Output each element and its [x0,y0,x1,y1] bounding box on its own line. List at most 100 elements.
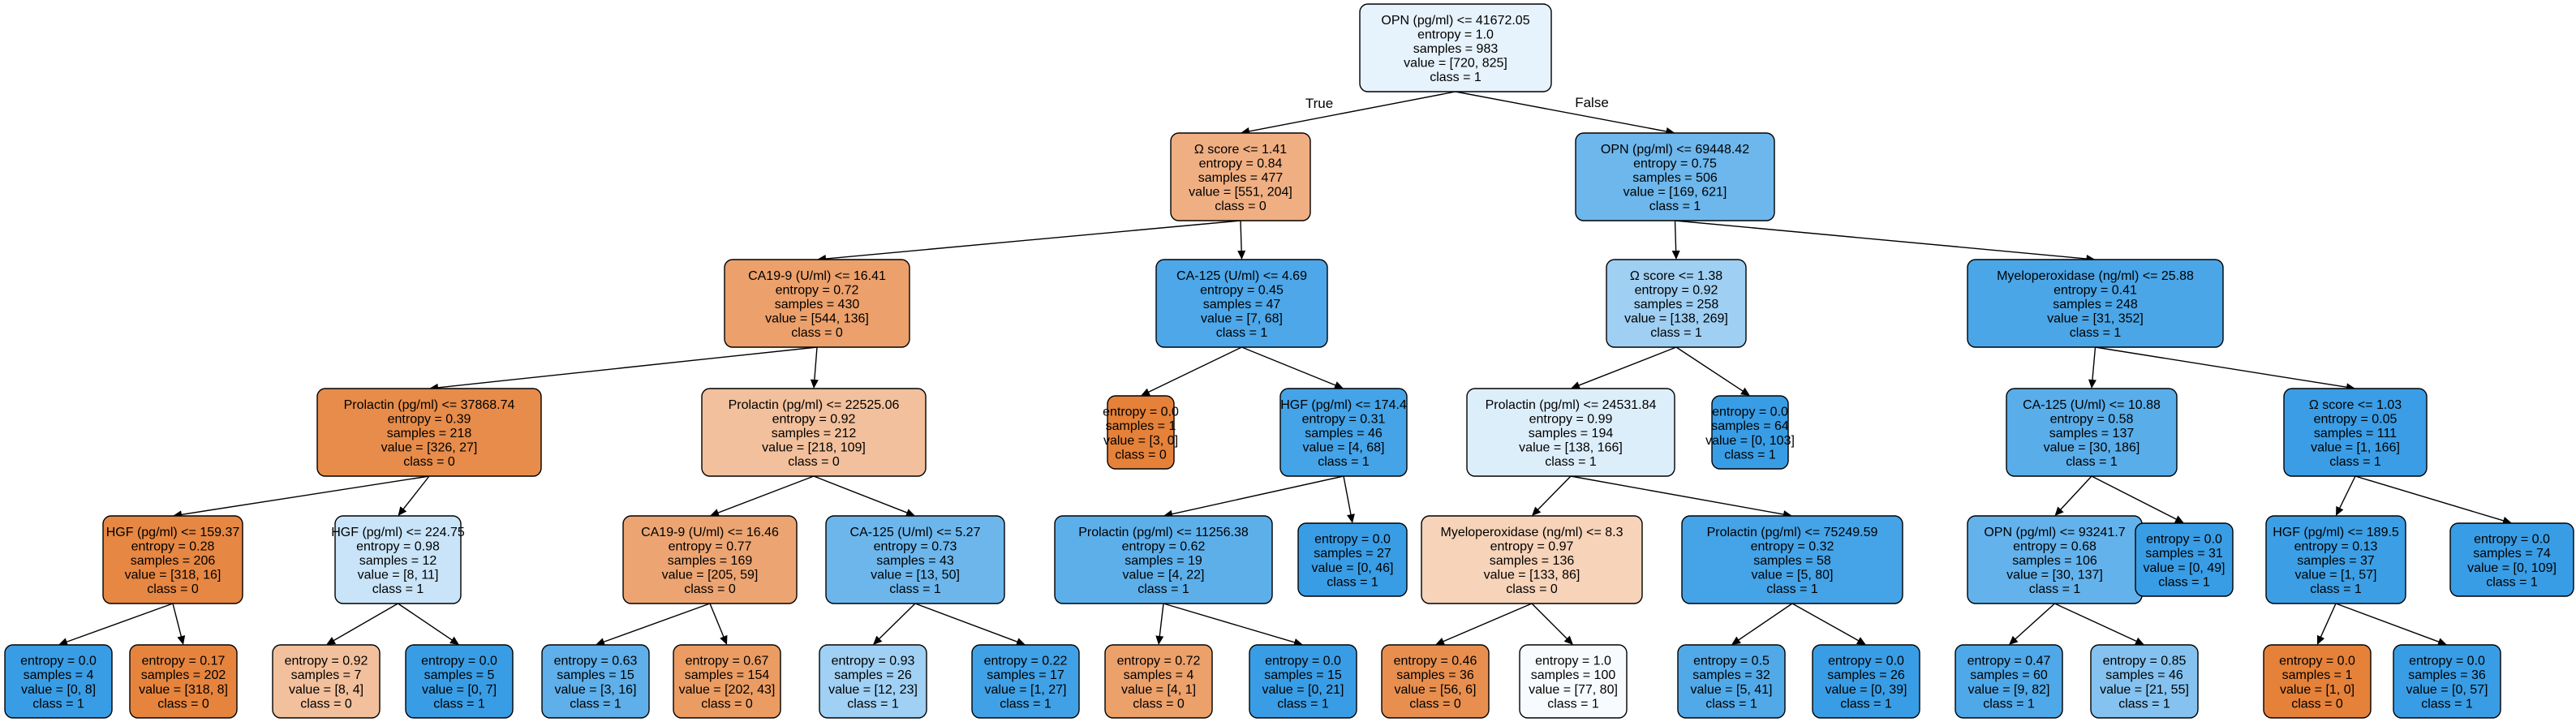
tree-node-box [1812,644,1920,719]
tree-node-stat: value = [4, 68] [1303,441,1385,455]
tree-node-stat: samples = 43 [876,554,954,568]
tree-edge-n25-n44 [2335,603,2441,643]
tree-node-stat: entropy = 0.32 [1751,539,1834,553]
tree-node-stat: samples = 111 [2314,427,2397,440]
tree-node-stat: class = 1 [1547,697,1599,711]
tree-edge-n3-n7 [435,346,818,389]
tree-node-stat: samples = 46 [2105,668,2183,682]
tree-node-stat: entropy = 0.73 [874,539,957,553]
tree-node-box [1104,644,1213,719]
tree-node-stat: entropy = 0.31 [1302,412,1386,426]
tree-node-stat: class = 1 [1766,582,1818,596]
tree-edge-n7-n16 [401,475,430,512]
tree-node-box [1054,515,1273,604]
edge-label-true: True [1305,96,1333,111]
tree-edge-arrowhead [710,509,720,517]
tree-node-stat: value = [3, 16] [555,683,637,697]
tree-node-split-rule: Prolactin (pg/ml) <= 22525.06 [729,398,900,412]
tree-node-stat: class = 1 [1649,200,1701,213]
tree-node-stat: entropy = 0.45 [1200,283,1284,297]
tree-node-stat: class = 1 [1724,448,1776,462]
tree-edge-n22-n39 [1736,603,1793,642]
tree-node-stat: class = 1 [2486,575,2538,589]
tree-node-stat: class = 0 [300,697,352,711]
tree-node-stat: samples = 36 [1396,668,1474,682]
tree-node-split-rule: HGF (pg/ml) <= 224.75 [331,526,465,539]
tree-node-split-rule: Myeloperoxidase (ng/ml) <= 8.3 [1441,526,1623,539]
tree-node-stat: value = [0, 8] [21,683,96,697]
tree-node-stat: entropy = 0.39 [388,412,471,426]
tree-edge-n8-n17 [716,475,815,514]
tree-node-split-rule: CA-125 (U/ml) <= 10.88 [2023,398,2161,412]
tree-node-stat: value = [5, 41] [1691,683,1773,697]
tree-node-stat: samples = 46 [1305,427,1383,440]
tree-edge-arrowhead [58,638,69,646]
tree-node-stat: entropy = 0.0 [1828,655,1904,668]
tree-node-box [541,644,650,719]
tree-node-stat: samples = 64 [1711,419,1789,433]
tree-edge-arrowhead [1856,637,1866,645]
tree-node-stat: entropy = 0.0 [1314,533,1391,547]
tree-node-stat: class = 0 [2291,697,2343,711]
tree-edge-labels: True False [1305,95,1609,111]
tree-node-stat: class = 1 [1840,697,1892,711]
tree-edge-n21-n37 [1441,603,1533,643]
tree-node-box [1381,644,1490,719]
tree-node-stat: value = [13, 50] [871,569,960,582]
tree-node-stat: samples = 258 [1634,298,1719,311]
tree-node-split-rule: HGF (pg/ml) <= 174.4 [1280,398,1407,412]
tree-node-stat: samples = 1 [2282,668,2353,682]
tree-edge-arrowhead [326,637,337,645]
tree-node-stat: class = 1 [2421,697,2473,711]
tree-node-stat: samples = 27 [1314,547,1391,561]
tree-node-stat: entropy = 0.93 [832,655,915,668]
tree-edge-arrowhead [1333,381,1344,389]
tree-node-stat: samples = 194 [1529,427,1614,440]
tree-edge-n10-n20 [1343,475,1353,518]
tree-node-box [1677,644,1786,719]
tree-node-stat: class = 1 [1000,697,1051,711]
tree-node-stat: samples = 5 [424,668,495,682]
tree-node-box [1170,132,1311,221]
tree-node-stat: value = [0, 57] [2406,683,2488,697]
tree-edge-n25-n43 [2319,603,2337,639]
tree-edge-arrowhead [1671,250,1680,260]
tree-node-split-rule: HGF (pg/ml) <= 159.37 [106,526,240,539]
tree-edge-n1-n3 [823,220,1241,260]
tree-node-split-rule: OPN (pg/ml) <= 41672.05 [1381,14,1529,28]
tree-node-stat: entropy = 0.99 [1529,412,1613,426]
tree-node-stat: samples = 248 [2053,298,2138,311]
tree-node-box [673,644,781,719]
tree-edge-n6-n14 [2095,346,2350,389]
tree-node-box [1681,515,1903,604]
tree-node-stat: value = [77, 80] [1529,683,1618,697]
tree-node-stat: samples = 15 [1264,668,1342,682]
tree-node-stat: value = [218, 109] [762,441,866,455]
tree-node-stat: samples = 15 [557,668,634,682]
tree-node-stat: entropy = 0.77 [669,539,752,553]
tree-node-stat: entropy = 0.92 [772,412,856,426]
tree-node-split-rule: OPN (pg/ml) <= 93241.7 [1984,526,2125,539]
tree-edge-arrowhead [1731,636,1741,645]
tree-node-stat: samples = 58 [1753,554,1831,568]
tree-node-stat: class = 1 [2329,455,2381,469]
tree-node-stat: class = 1 [372,582,424,596]
tree-node-stat: value = [8, 11] [358,569,439,582]
tree-node-stat: value = [5, 80] [1752,569,1834,582]
tree-node-stat: value = [30, 186] [2044,441,2140,455]
tree-node-stat: class = 1 [2070,326,2122,340]
tree-node-stat: value = [7, 68] [1201,312,1283,326]
tree-node-stat: samples = 106 [2012,554,2097,568]
tree-node-box [2449,522,2574,597]
tree-node-stat: class = 1 [570,697,621,711]
tree-node-stat: class = 1 [1545,455,1597,469]
